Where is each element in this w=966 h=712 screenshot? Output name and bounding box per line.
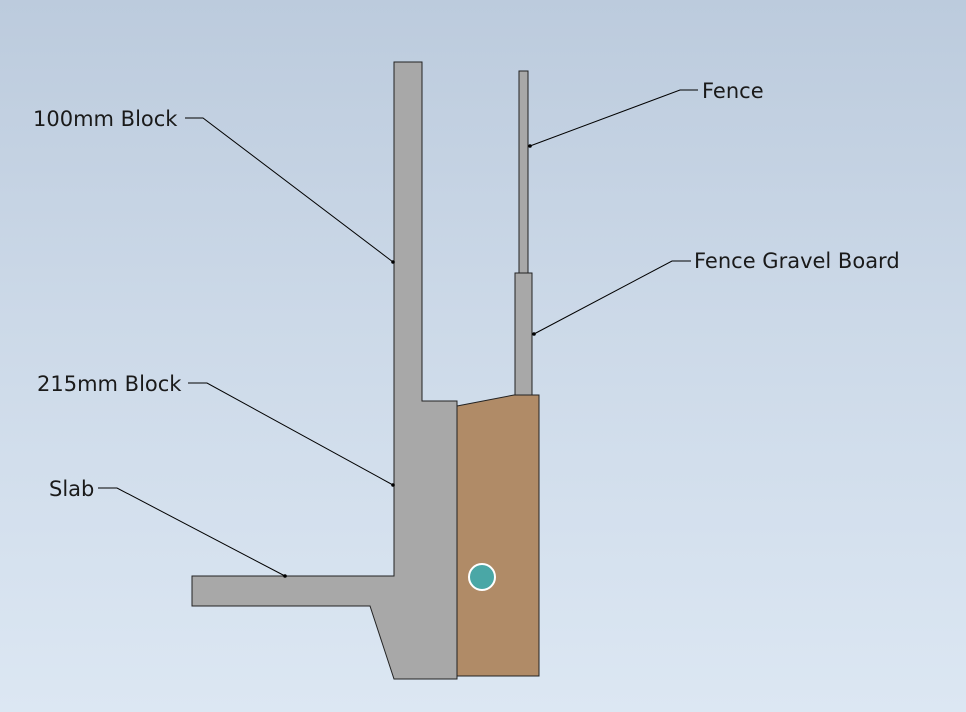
label-fence-gravel-board: Fence Gravel Board	[694, 249, 900, 273]
leader-gravel-board	[533, 260, 691, 335]
leader-dots	[283, 144, 536, 578]
fence-post	[518, 70, 529, 274]
soil-backfill	[456, 394, 540, 677]
leader-fence	[529, 89, 698, 147]
label-fence: Fence	[702, 79, 764, 103]
label-215mm-block: 215mm Block	[37, 372, 182, 396]
label-100mm-block: 100mm Block	[33, 107, 178, 131]
leader-100mm-block	[185, 117, 394, 263]
drain-pipe-icon	[468, 563, 496, 591]
leader-lines	[98, 89, 698, 577]
fence-gravel-board	[514, 272, 533, 396]
leader-slab	[98, 487, 286, 577]
leader-215mm-block	[188, 382, 394, 486]
label-slab: Slab	[49, 477, 94, 501]
concrete-wall-and-slab	[191, 61, 458, 680]
